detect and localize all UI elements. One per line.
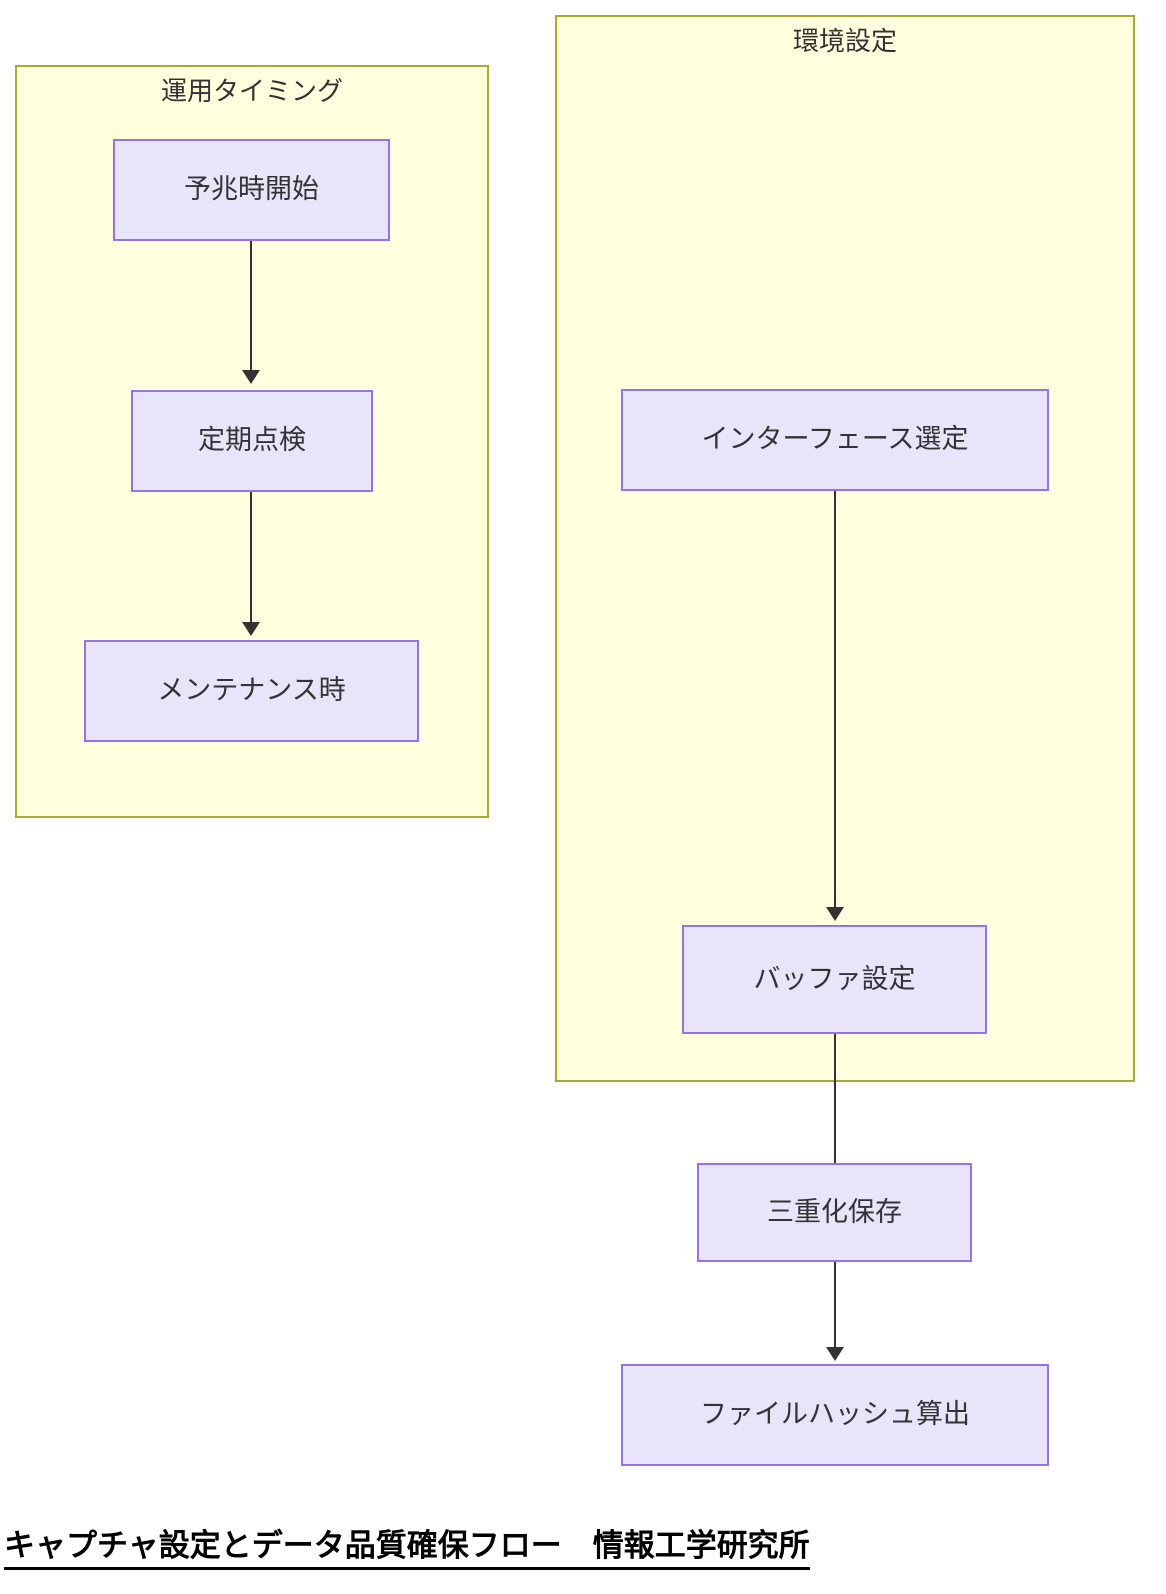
node-label: メンテナンス時 [157,675,346,706]
node-interface-sentei[interactable]: インターフェース選定 [621,389,1049,491]
node-label: 定期点検 [198,425,306,456]
edge-arrowhead-triple-to-hash [826,1347,844,1361]
edge-line-triple-to-hash [834,1262,836,1347]
node-buffer-settei[interactable]: バッファ設定 [682,925,987,1034]
edge-arrowhead-teiki-to-maintenance [242,622,260,636]
node-maintenance-ji[interactable]: メンテナンス時 [84,640,419,742]
edge-line-yochou-to-teiki [250,240,252,370]
node-label: ファイルハッシュ算出 [700,1399,970,1430]
edge-line-interface-to-buffer [834,491,836,907]
subgraph-environment-settings: 環境設定 [555,15,1135,1082]
edge-arrowhead-interface-to-buffer [826,907,844,921]
node-yochou-ji-kaishi[interactable]: 予兆時開始 [113,139,390,241]
subgraph-operation-timing-title: 運用タイミング [160,77,343,107]
node-teiki-tenken[interactable]: 定期点検 [131,390,373,492]
subgraph-environment-settings-title: 環境設定 [792,27,897,57]
edge-line-buffer-to-triple [834,1034,836,1164]
node-label: バッファ設定 [753,963,916,995]
edge-arrowhead-yochou-to-teiki [242,370,260,384]
node-label: 三重化保存 [767,1196,902,1228]
edge-line-teiki-to-maintenance [250,492,252,622]
node-label: インターフェース選定 [701,424,969,455]
node-sanjuuka-hozon[interactable]: 三重化保存 [697,1163,972,1262]
diagram-caption: キャプチャ設定とデータ品質確保フロー 情報工学研究所 [4,1527,810,1570]
node-file-hash-sanshutsu[interactable]: ファイルハッシュ算出 [621,1364,1049,1466]
node-label: 予兆時開始 [184,174,319,205]
